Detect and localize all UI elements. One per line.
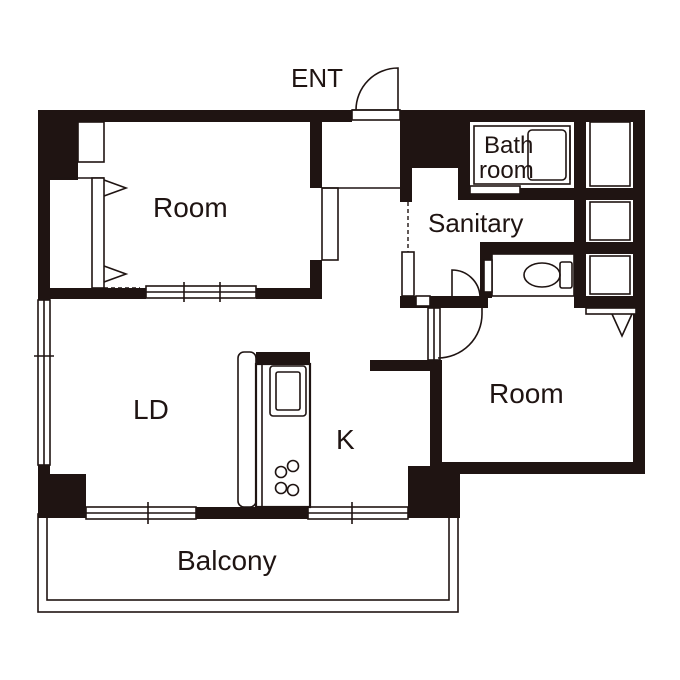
walls bbox=[38, 110, 645, 519]
label-sanitary: Sanitary bbox=[428, 208, 523, 238]
kitchen-counter bbox=[237, 351, 312, 509]
east-room-door bbox=[427, 307, 483, 361]
right-storage bbox=[585, 121, 637, 338]
hall-cabinet bbox=[321, 187, 400, 261]
windows bbox=[34, 299, 409, 524]
label-living-dining: LD bbox=[133, 394, 169, 425]
label-entrance: ENT bbox=[291, 63, 343, 93]
label-balcony: Balcony bbox=[177, 545, 277, 576]
label-bathroom-line1: Bath bbox=[484, 132, 533, 159]
label-room-north: Room bbox=[153, 192, 228, 223]
label-room-east: Room bbox=[489, 378, 564, 409]
toilet bbox=[483, 253, 575, 297]
sanitary-fixtures bbox=[401, 185, 521, 307]
label-bathroom-line2: room bbox=[479, 157, 534, 184]
north-room-doors bbox=[145, 282, 257, 302]
closet-north-room bbox=[50, 121, 140, 289]
entrance-door bbox=[351, 67, 401, 121]
bathtub bbox=[473, 125, 571, 185]
label-kitchen: K bbox=[336, 424, 355, 455]
